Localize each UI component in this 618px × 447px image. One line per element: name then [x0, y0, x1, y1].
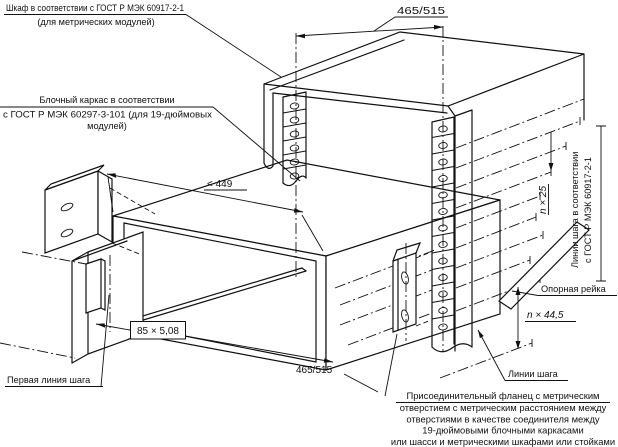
label-pitch-lines: Линии шага — [477, 329, 568, 381]
dimension-inch-pitch: n × 44,5 — [515, 287, 576, 349]
dim-top-width-text: 465/515 — [397, 6, 446, 17]
dim-subrack-width-text: < 449 — [207, 179, 233, 190]
dimension-bottom-width: 465/515 — [296, 365, 379, 393]
dimension-front-pitch: 85 × 5,08 — [95, 321, 334, 363]
dim-front-pitch-text: 85 × 5,08 — [137, 326, 179, 337]
dimension-top-width: 465/515 — [295, 6, 448, 39]
support-rail-drawing — [498, 221, 590, 310]
dim-inch-pitch-text: n × 44,5 — [527, 310, 564, 321]
label-pitch-axis: Линии шага в соответствии с ГОСТ Р МЭК 6… — [570, 125, 606, 282]
left-bracket-drawing — [44, 164, 113, 254]
label-subrack: Блочный каркас в соответствии с ГОСТ Р М… — [0, 95, 301, 182]
flange-drawing — [392, 242, 432, 333]
pitch-axis-label-line2: с ГОСТ Р МЭК 60917-2-1 — [583, 157, 593, 263]
pitch-lines-label: Линии шага — [508, 369, 559, 379]
right-rail-cells — [431, 125, 455, 331]
flange-note-line5: или шасси и метрическими шкафами или сто… — [391, 436, 615, 447]
cabinet-label-line2: (для метрических модулей) — [37, 17, 154, 27]
label-first-pitch-line: Первая линия шага — [5, 294, 110, 387]
pitch-lines-field — [334, 95, 585, 379]
support-rail-label: Опорная рейка — [541, 284, 607, 294]
left-rail-cells — [282, 102, 307, 180]
cabinet-label-line1: Шкаф в соответствии с ГОСТ Р МЭК 60917-2… — [6, 3, 184, 13]
subrack-label-line2: с ГОСТ Р МЭК 60297-3-101 (для 19-дюймовы… — [3, 110, 212, 120]
label-flange-note: Присоединительный фланец с метрическим о… — [384, 333, 615, 447]
flange-note-line4: 19-дюймовыми блочными каркасами — [422, 425, 583, 436]
cabinet-drawing — [263, 31, 585, 353]
left-panel-drawing — [71, 231, 144, 364]
first-pitch-line-label: Первая линия шага — [7, 375, 91, 385]
dimension-subrack-width: < 449 — [106, 173, 324, 252]
dim-metric-pitch-text: n × 25 — [538, 185, 549, 214]
label-support-rail: Опорная рейка — [511, 284, 617, 296]
label-cabinet: Шкаф в соответствии с ГОСТ Р МЭК 60917-2… — [4, 3, 282, 78]
centerlines — [295, 26, 444, 352]
left-construction-lines — [0, 187, 156, 359]
flange-note-line3: отверстиями в качестве соединителя между — [406, 414, 600, 425]
dim-bottom-width-text: 465/515 — [296, 365, 333, 376]
flange-note-line1: Присоединительный фланец с метрическим — [406, 390, 599, 401]
subrack-label-line1: Блочный каркас в соответствии — [39, 95, 174, 105]
subrack-label-line3: модулей) — [87, 121, 127, 131]
pitch-axis-label-line1: Линии шага в соответствии — [570, 152, 580, 268]
flange-note-line2: отверстием с метрическим расстоянием меж… — [400, 402, 607, 413]
dimension-metric-pitch: n × 25 — [538, 132, 554, 215]
